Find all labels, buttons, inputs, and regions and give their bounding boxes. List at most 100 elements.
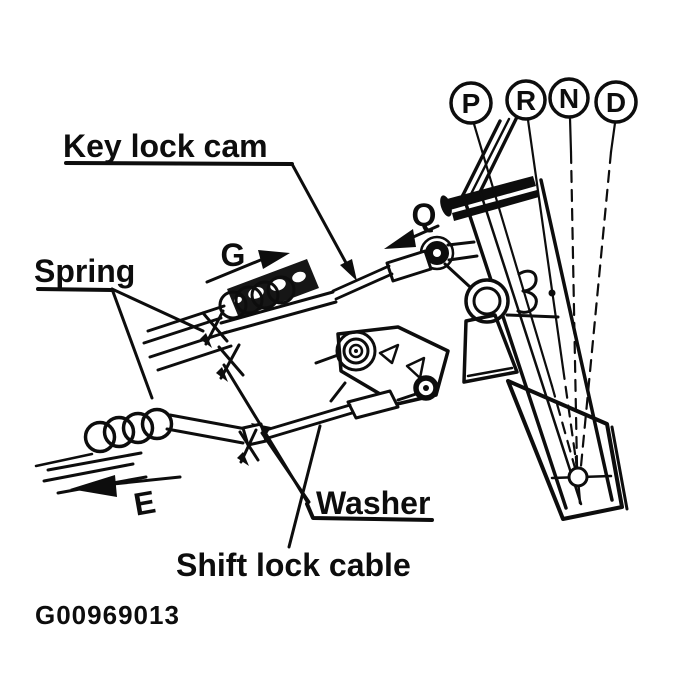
spiral-washer — [335, 330, 377, 372]
key-lock-cam-arrowhead — [340, 259, 357, 281]
base-plate-edge — [610, 425, 629, 511]
lower-cable-line — [264, 403, 352, 432]
lower-spring-coil — [83, 420, 117, 454]
gate-left-edge — [461, 193, 568, 510]
lower-sleeve-line — [168, 413, 248, 431]
key-lock-cam-part — [385, 235, 560, 384]
rail-hatch-line — [46, 451, 143, 472]
lower-spring-coil — [140, 407, 174, 441]
gear-n-label: N — [559, 83, 579, 114]
upper-spring-coil — [250, 280, 280, 310]
gear-p-circle — [449, 81, 493, 125]
gear-n-circle — [548, 77, 590, 119]
spiral-washer — [348, 343, 364, 359]
cable-hatch-line — [148, 330, 229, 359]
callout-labels: Key lock cam Spring Washer Shift lock ca… — [34, 128, 434, 583]
gear-p-leader — [472, 122, 554, 388]
lower-spring-coil — [121, 411, 155, 445]
figure-code: G00969013 — [35, 600, 180, 630]
arrow-e-label: E — [131, 483, 158, 522]
shift-lock-cable-label: Shift lock cable — [176, 547, 411, 583]
spring-leader-lower — [110, 287, 154, 400]
upper-spring-coil — [234, 285, 264, 315]
lever-shaft-line — [460, 119, 502, 199]
arrow-q-shaft — [409, 224, 440, 240]
upper-cable-fitting — [385, 249, 433, 283]
bell-bracket — [462, 313, 519, 384]
washer-underline — [305, 502, 434, 522]
cable-hatch-line — [142, 316, 223, 345]
upper-cable-line — [334, 272, 394, 301]
lower-cable-line — [266, 411, 354, 440]
arrow-g-head — [258, 250, 290, 269]
upper-sleeve-line — [219, 290, 335, 325]
upper-washer-mark — [204, 309, 225, 346]
housing-dot — [548, 289, 556, 297]
cam-arm-line — [443, 262, 472, 289]
upper-spring-coil — [218, 290, 248, 320]
rod-line — [34, 452, 94, 468]
housing-arm-line — [505, 313, 560, 319]
gate-right-edge — [539, 178, 614, 502]
gear-p-leader-dashed — [550, 384, 577, 470]
bracket-tick — [329, 381, 347, 403]
arrow-q-head — [384, 229, 416, 249]
bracket-cutout — [405, 356, 426, 380]
gear-r-label: R — [516, 85, 536, 116]
washer-label: Washer — [316, 485, 430, 521]
spiral-washer-center — [354, 349, 358, 353]
gear-d-circle — [594, 80, 638, 124]
cable-hatch-line — [146, 304, 226, 333]
cam-link-line — [447, 254, 479, 262]
spring-underline — [36, 287, 114, 292]
key-lock-cam-label: Key lock cam — [63, 128, 268, 164]
gear-r-circle — [505, 79, 547, 121]
lower-cable-fitting — [346, 389, 400, 420]
cable-hatch-line — [156, 344, 233, 372]
washer-bracket — [314, 325, 450, 406]
key-lock-cam-underline — [64, 161, 294, 166]
gear-r-leader — [526, 118, 565, 370]
gear-position-indicators: P R N D — [449, 77, 638, 470]
bracket-cutout — [378, 343, 400, 365]
lower-washer-tick-arrow — [237, 452, 249, 466]
gear-d-leader — [609, 121, 617, 154]
upper-sleeve-line — [222, 300, 338, 335]
cable-eyelet-center — [423, 385, 429, 391]
upper-spring-assembly — [142, 259, 394, 382]
shift-lock-cable-leader — [287, 424, 322, 549]
key-lock-cam-leader — [290, 162, 353, 274]
cam-link-line — [446, 240, 476, 247]
rail-hatch-line — [42, 462, 135, 483]
lever-shaft-line — [468, 117, 511, 198]
upper-washer-tick-arrow — [200, 333, 212, 348]
lower-sleeve-line — [165, 427, 245, 445]
base-plate — [506, 379, 624, 521]
gear-n-leader — [568, 116, 573, 154]
direction-arrows: Q G E — [70, 197, 440, 523]
plate-hole — [292, 271, 306, 283]
gear-n-leader-dashed — [569, 150, 579, 468]
lower-spring-coil — [102, 415, 136, 449]
spring-label: Spring — [34, 253, 135, 289]
cable-grommet-outer — [464, 278, 510, 324]
shift-lever-assembly — [440, 115, 629, 521]
gear-d-leader-dashed — [579, 150, 613, 468]
gear-r-leader-dashed — [561, 366, 579, 470]
bell-bracket-inner — [466, 366, 514, 378]
cable-eyelet — [413, 375, 439, 401]
bracket-tick — [314, 353, 340, 365]
lever-collar-band — [447, 176, 536, 210]
upper-spring-coil — [266, 275, 296, 305]
spiral-washer — [342, 337, 370, 365]
arrow-g-shaft — [205, 257, 265, 284]
housing-squiggle — [516, 269, 538, 314]
spring-leader-upper — [110, 287, 205, 333]
gate-inner-line — [478, 189, 583, 506]
lever-collar-band — [452, 190, 539, 221]
cable-grommet-inner — [472, 286, 502, 316]
gear-d-label: D — [606, 87, 626, 118]
lever-pivot — [567, 466, 589, 488]
